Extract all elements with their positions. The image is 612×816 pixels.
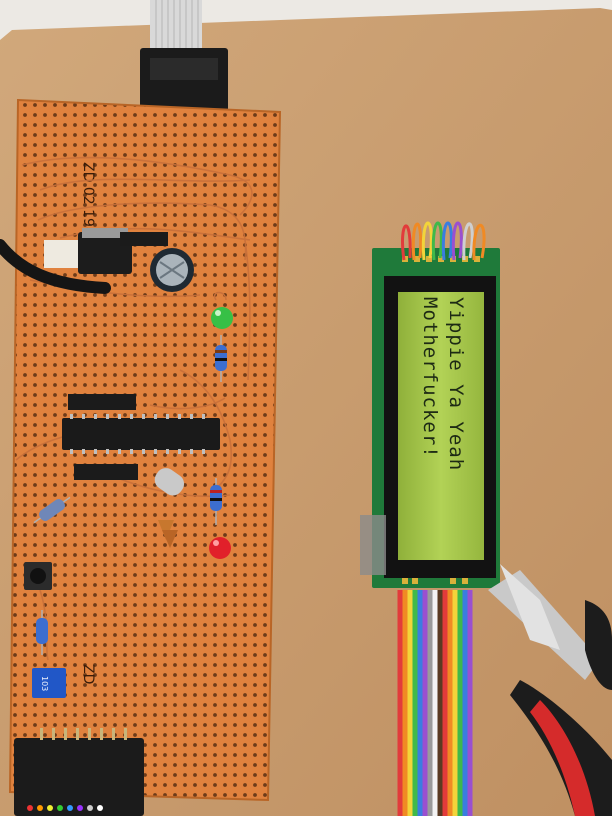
resistor-3: [33, 496, 71, 524]
green-led: [211, 291, 233, 329]
wire-cutters: [488, 564, 612, 816]
crystal-oscillator: [154, 468, 185, 496]
red-led: [209, 537, 231, 559]
idc-connector-bottom: [14, 728, 144, 816]
ribbon-cable-top: [150, 0, 202, 55]
header-pins-1: [120, 232, 168, 246]
board-marking-bottom: ZD: [80, 664, 96, 684]
resistor-2: [210, 478, 222, 525]
ribbon-cable-lcd: [397, 590, 473, 816]
trimmer-marking: 103: [40, 676, 49, 691]
resistor-4: [36, 610, 48, 655]
lcd-module: [360, 248, 500, 588]
trimmer-potentiometer: 103: [32, 668, 66, 698]
ceramic-capacitors: [158, 520, 178, 548]
electrolytic-capacitor: [150, 248, 194, 292]
wire-loops-lcd: [400, 221, 486, 261]
power-cable: [0, 239, 111, 294]
resistor-1: [215, 335, 227, 382]
lcd-line-1: Yippie Ya Yeah: [445, 297, 467, 472]
microcontroller-chip: [62, 414, 220, 454]
header-pins-2: [68, 394, 136, 410]
push-button: [24, 562, 52, 590]
lcd-line-2: Motherfucker!: [419, 297, 441, 459]
voltage-regulator: [44, 228, 132, 274]
board-marking-top: ZD 02 1985: [80, 162, 96, 245]
header-pins-3: [74, 464, 138, 480]
